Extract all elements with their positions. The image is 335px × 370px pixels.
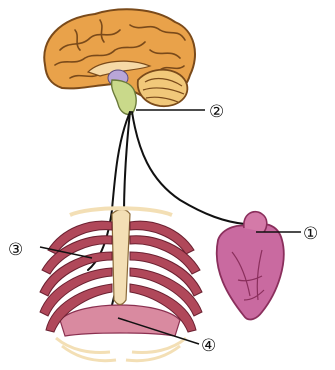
nerve-to-heart xyxy=(132,112,245,224)
heart-body xyxy=(217,224,284,319)
brain xyxy=(44,9,195,114)
label-3: ③ xyxy=(8,240,23,260)
label-4: ④ xyxy=(201,336,216,356)
label-1: ① xyxy=(303,224,318,244)
heart xyxy=(217,212,284,320)
label-2: ② xyxy=(209,102,224,122)
sternum xyxy=(112,210,130,305)
